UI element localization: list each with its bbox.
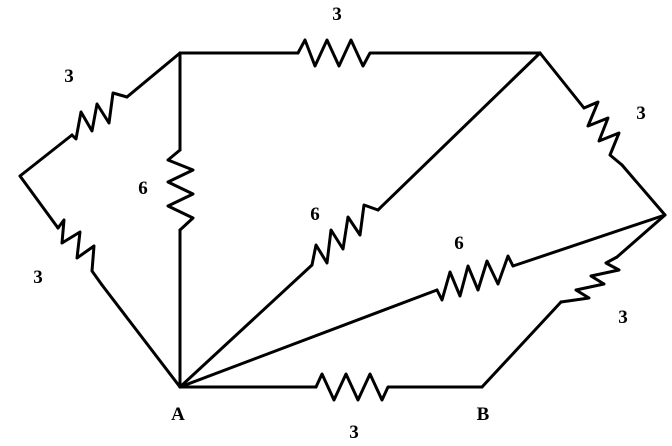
resistor-lower-left [56,218,104,287]
label-resistor-vertical: 6 [138,178,148,199]
resistor-bottom [314,372,394,402]
label-resistor-right-lower: 3 [618,307,628,328]
label-resistor-upper-left: 3 [64,66,74,87]
wire-mid-diag-a [178,288,439,389]
wire-right-lower-b [480,300,563,389]
node-labels: A B [171,404,490,425]
label-resistor-top: 3 [332,4,342,25]
resistor-upper-left [70,91,129,141]
resistor-right-upper [582,100,624,167]
resistor-middle-diagonal [435,254,515,302]
wire-long-diag-b [376,51,542,212]
resistors [56,38,624,402]
node-b-label: B [477,404,490,425]
wire-mid-diag-b [511,213,667,268]
wire-right-lower-a [615,213,667,259]
resistor-right-lower [559,255,621,304]
label-resistor-lower-left: 3 [33,267,43,288]
wire-long-diag-a [178,263,314,389]
resistor-long-diagonal [310,203,380,267]
wire-right-upper-b [620,163,667,217]
label-resistor-bottom: 3 [349,422,359,443]
resistor-vertical [166,148,195,232]
resistor-labels: 3 3 3 6 6 3 6 3 3 [33,4,646,443]
wires [18,51,667,389]
wire-upper-left-b [18,133,74,178]
wire-lower-left-b [100,283,182,389]
resistor-top [296,38,377,68]
label-resistor-middle-diagonal: 6 [454,233,464,254]
label-resistor-right-upper: 3 [636,103,646,124]
wire-right-upper-a [538,51,586,110]
wire-lower-left-a [18,174,60,230]
wire-upper-left-a [125,51,182,99]
node-a-label: A [171,404,185,425]
label-resistor-long-diagonal: 6 [310,204,320,225]
